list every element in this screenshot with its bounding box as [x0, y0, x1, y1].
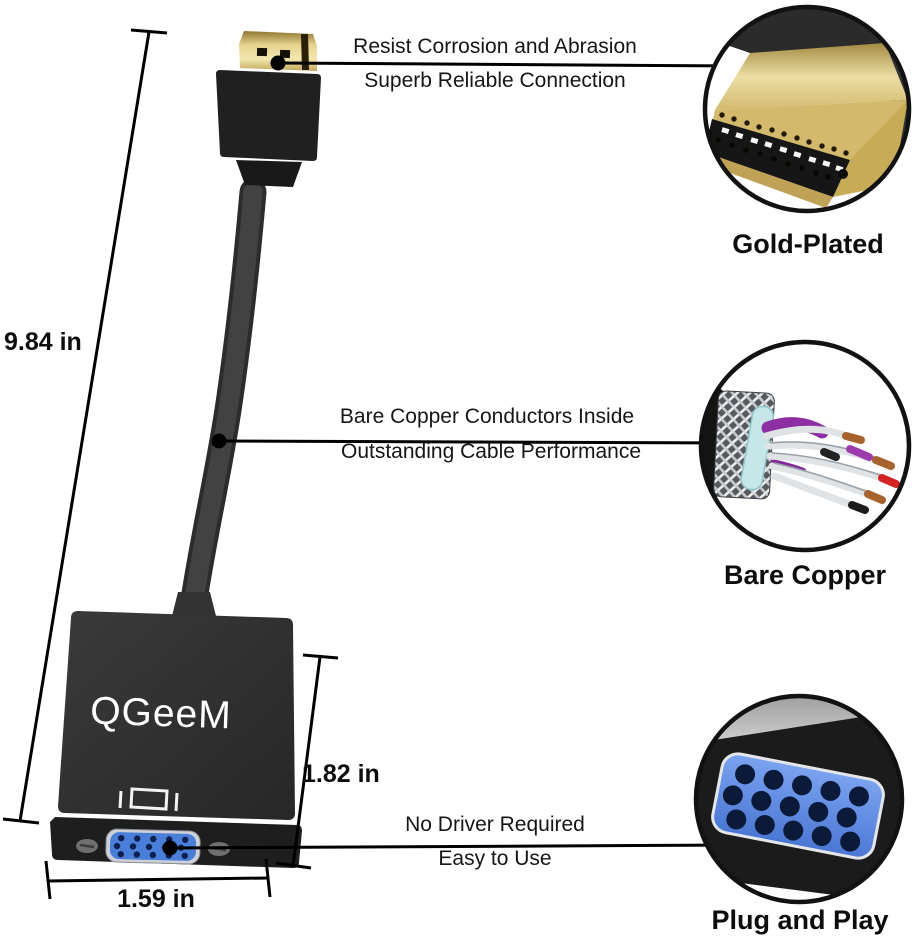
callout-bottom-line2: Easy to Use	[438, 847, 552, 870]
callout-lines	[169, 61, 741, 850]
bare-copper-detail	[698, 339, 912, 553]
cable-length-label: 9.84 in	[4, 328, 82, 356]
body-width-label: 1.59 in	[117, 885, 195, 913]
cable	[172, 178, 267, 616]
bare-copper-label: Bare Copper	[723, 560, 887, 590]
callout-line-bottom	[169, 843, 741, 850]
hdmi-connector	[216, 31, 321, 187]
callout-bottom-line1: No Driver Required	[405, 813, 585, 836]
callout-middle-line2: Outstanding Cable Performance	[341, 440, 641, 463]
dimension-lines	[2, 28, 339, 900]
callout-dots	[162, 55, 286, 856]
brand-logo: QGeeM	[89, 689, 233, 738]
dimension-line-width	[44, 858, 272, 900]
callout-top-line2: Superb Reliable Connection	[364, 69, 626, 92]
dimension-line-length	[2, 28, 168, 825]
gold-plated-label: Gold-Plated	[732, 229, 884, 259]
gold-plated-detail	[702, 4, 912, 214]
vga-port	[105, 828, 201, 865]
monitor-icon	[118, 787, 179, 812]
body-height-label: 1.82 in	[302, 760, 380, 788]
callout-line-middle	[218, 439, 741, 445]
plug-and-play-detail	[693, 693, 905, 905]
dimension-line-height	[275, 653, 339, 870]
hdmi-vga-adapter-product	[50, 31, 321, 868]
adapter-body	[50, 611, 302, 868]
callout-top-line1: Resist Corrosion and Abrasion	[353, 35, 637, 58]
callout-line-top	[277, 61, 741, 68]
callout-middle-line1: Bare Copper Conductors Inside	[339, 405, 635, 428]
plug-and-play-label: Plug and Play	[711, 905, 889, 935]
